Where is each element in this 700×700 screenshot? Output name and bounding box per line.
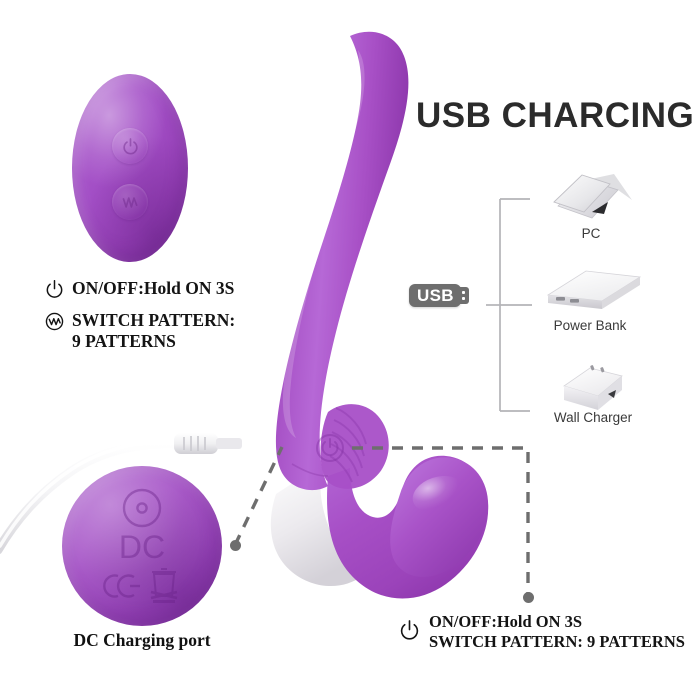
remote-control	[72, 74, 188, 262]
dc-jack-icon	[122, 488, 162, 528]
laptop-lid	[553, 174, 611, 213]
wall-charger-prong-1	[590, 365, 595, 371]
product-shaft	[275, 31, 409, 491]
wall-charger-caption: Wall Charger	[553, 410, 633, 425]
page-title: USB CHARCING	[416, 96, 695, 135]
connector-ribs	[183, 436, 206, 451]
laptop-screen-edge	[592, 202, 608, 214]
cable-connector	[174, 433, 218, 454]
dc-callout-dot	[230, 540, 241, 551]
dc-charging-port-closeup: DC	[62, 466, 222, 626]
wave-pattern-icon	[122, 196, 137, 208]
legend-bottom-right: ON/OFF:Hold ON 3S SWITCH PATTERN: 9 PATT…	[398, 612, 685, 652]
power-icon	[400, 620, 419, 640]
usb-branch-bracket	[486, 198, 532, 412]
wall-charger-icon	[563, 365, 623, 410]
power-bank-icon	[546, 270, 642, 309]
charging-cable-icon	[0, 433, 242, 555]
legend-bottom-right-text: ON/OFF:Hold ON 3S SWITCH PATTERN: 9 PATT…	[429, 612, 685, 652]
wall-charger-front	[564, 386, 598, 410]
wall-charger-prong-2	[600, 367, 605, 373]
usb-connector-icon	[459, 287, 469, 304]
power-bank-side	[602, 277, 640, 309]
laptop-caption: PC	[581, 226, 601, 241]
power-icon	[46, 280, 63, 298]
product-arm-head	[390, 457, 489, 577]
cable-wire-highlight	[0, 439, 180, 548]
ce-mark	[103, 574, 140, 598]
power-bank-port-1	[556, 297, 565, 301]
legend-line-onoff: ON/OFF:Hold ON 3S	[429, 612, 583, 631]
dc-callout-dash	[233, 446, 284, 546]
remote-body	[72, 74, 188, 262]
rib-lines	[329, 407, 367, 483]
legend-label-pattern: SWITCH PATTERN: 9 PATTERNS	[72, 310, 236, 351]
joint-crease	[291, 463, 329, 477]
remote-pattern-button[interactable]	[112, 184, 148, 220]
connector-tip	[216, 438, 242, 449]
dc-label: DC	[119, 529, 165, 565]
product-svg	[270, 31, 489, 599]
power-button-emboss-icon[interactable]	[316, 434, 344, 462]
dc-port-caption: DC Charging port	[73, 630, 211, 650]
wave-pattern-icon	[45, 312, 64, 331]
shaft-highlight	[282, 50, 365, 438]
usb-badge-label: USB	[409, 284, 461, 307]
wall-charger-usb-port	[608, 390, 616, 398]
product-illustration	[232, 24, 522, 604]
arm-callout-dot	[523, 592, 534, 603]
legend-line-pattern: SWITCH PATTERN: 9 PATTERNS	[429, 632, 685, 652]
legend-item-power: ON/OFF:Hold ON 3S	[44, 278, 234, 300]
laptop-icon	[553, 174, 632, 219]
dc-circle-markings: DC	[103, 488, 178, 603]
weee-crossed-bin-icon	[150, 568, 178, 603]
dc-circle: DC	[62, 466, 222, 626]
remote-power-button[interactable]	[112, 128, 148, 164]
power-icon	[122, 137, 138, 155]
usb-badge: USB	[409, 281, 469, 310]
power-bank-port-2	[570, 299, 579, 303]
arm-head-highlight	[412, 475, 464, 513]
legend-label-power: ON/OFF:Hold ON 3S	[72, 278, 235, 298]
power-bank-caption: Power Bank	[553, 318, 627, 333]
legend-item-pattern: SWITCH PATTERN: 9 PATTERNS	[44, 310, 235, 351]
arm-callout-bracket	[352, 446, 530, 597]
